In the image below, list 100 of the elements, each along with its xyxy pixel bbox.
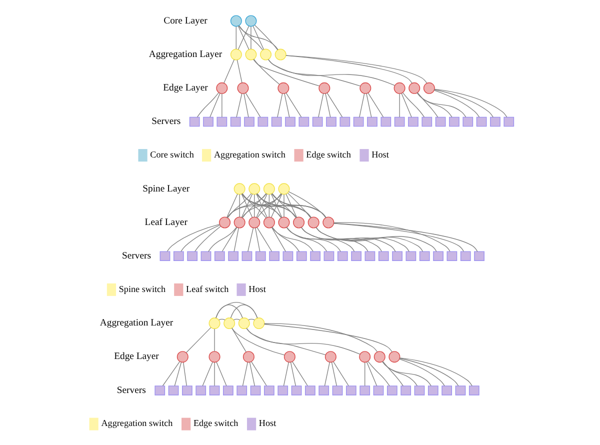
connector	[300, 227, 368, 252]
node-box	[400, 386, 411, 396]
node-circle	[262, 183, 274, 195]
node-box	[312, 116, 322, 127]
connector	[434, 89, 493, 118]
legend-label: Core switch	[150, 149, 194, 160]
connector	[252, 26, 264, 50]
connector	[358, 93, 364, 118]
node-box	[372, 386, 384, 396]
node-box	[222, 386, 233, 396]
node-circle	[216, 82, 228, 94]
node-box	[264, 386, 274, 396]
label: Aggregation Layer	[148, 48, 222, 60]
node-box	[418, 251, 430, 261]
legend-label: Aggregation switch	[213, 149, 285, 160]
node-circle	[393, 82, 405, 94]
node-circle	[324, 351, 336, 363]
connector	[286, 192, 311, 218]
node-box	[200, 251, 211, 261]
node-box	[216, 116, 227, 127]
node-box	[284, 116, 295, 127]
node-box	[186, 251, 197, 261]
node-circle	[260, 48, 272, 60]
connector	[256, 226, 272, 252]
connector	[202, 362, 212, 386]
legend-label: Host	[258, 418, 276, 428]
connector	[253, 58, 280, 85]
connector	[162, 361, 180, 386]
node-box	[277, 386, 288, 396]
connector	[367, 92, 384, 118]
connector	[252, 59, 320, 86]
connector	[326, 92, 342, 118]
connector	[382, 361, 403, 386]
node-circle	[242, 351, 254, 363]
node-box	[310, 251, 320, 261]
node-circle	[176, 351, 188, 363]
node-circle	[318, 82, 330, 94]
node-box	[244, 116, 254, 127]
connector	[271, 226, 300, 252]
node-box	[364, 251, 375, 261]
connector	[236, 93, 242, 118]
connector	[271, 193, 296, 218]
connector	[283, 194, 284, 218]
connector	[290, 362, 296, 386]
node-box	[254, 251, 266, 261]
node-box	[448, 116, 459, 127]
connector	[250, 361, 266, 386]
label: Core Layer	[163, 15, 207, 26]
connector	[332, 361, 348, 386]
connector	[286, 226, 327, 252]
node-circle	[223, 318, 235, 330]
node-circle	[274, 48, 286, 60]
connector	[182, 362, 186, 386]
connector	[243, 93, 248, 118]
node-box	[236, 386, 247, 396]
connector	[250, 26, 251, 50]
connector	[242, 193, 266, 218]
connector	[237, 26, 249, 50]
node-box	[182, 386, 192, 396]
connector	[180, 224, 220, 252]
connector	[285, 92, 302, 118]
connector	[230, 304, 258, 318]
node-box	[172, 251, 184, 261]
node-box	[159, 251, 170, 261]
connector	[416, 92, 452, 118]
connector	[271, 226, 313, 252]
node-box	[462, 116, 473, 127]
node-box	[408, 116, 418, 127]
node-box	[298, 116, 309, 127]
node-circle	[244, 48, 256, 60]
node-box	[168, 386, 178, 396]
label: Leaf Layer	[144, 216, 187, 228]
node-box	[304, 386, 315, 396]
connector	[244, 92, 260, 118]
node-circle	[230, 15, 242, 27]
label: Servers	[116, 384, 146, 396]
connector	[330, 362, 336, 386]
label: Servers	[151, 116, 180, 128]
node-circle	[307, 216, 319, 228]
connector	[256, 193, 326, 218]
label: Edge Layer	[114, 351, 158, 362]
node-circle	[262, 216, 274, 228]
connector	[288, 191, 326, 218]
node-circle	[408, 82, 420, 94]
node-box	[282, 251, 293, 261]
node-box	[270, 116, 282, 127]
node-circle	[358, 351, 370, 363]
node-circle	[248, 216, 260, 228]
connector	[215, 302, 258, 318]
node-circle	[278, 183, 290, 195]
connector	[238, 26, 278, 50]
connector	[242, 362, 248, 386]
node-circle	[244, 15, 256, 27]
connector	[231, 328, 246, 352]
node-box	[434, 116, 446, 127]
connector	[398, 358, 444, 386]
connector	[318, 93, 324, 118]
legend-label: Host	[248, 284, 266, 294]
connector	[324, 362, 330, 386]
node-box	[352, 116, 364, 127]
